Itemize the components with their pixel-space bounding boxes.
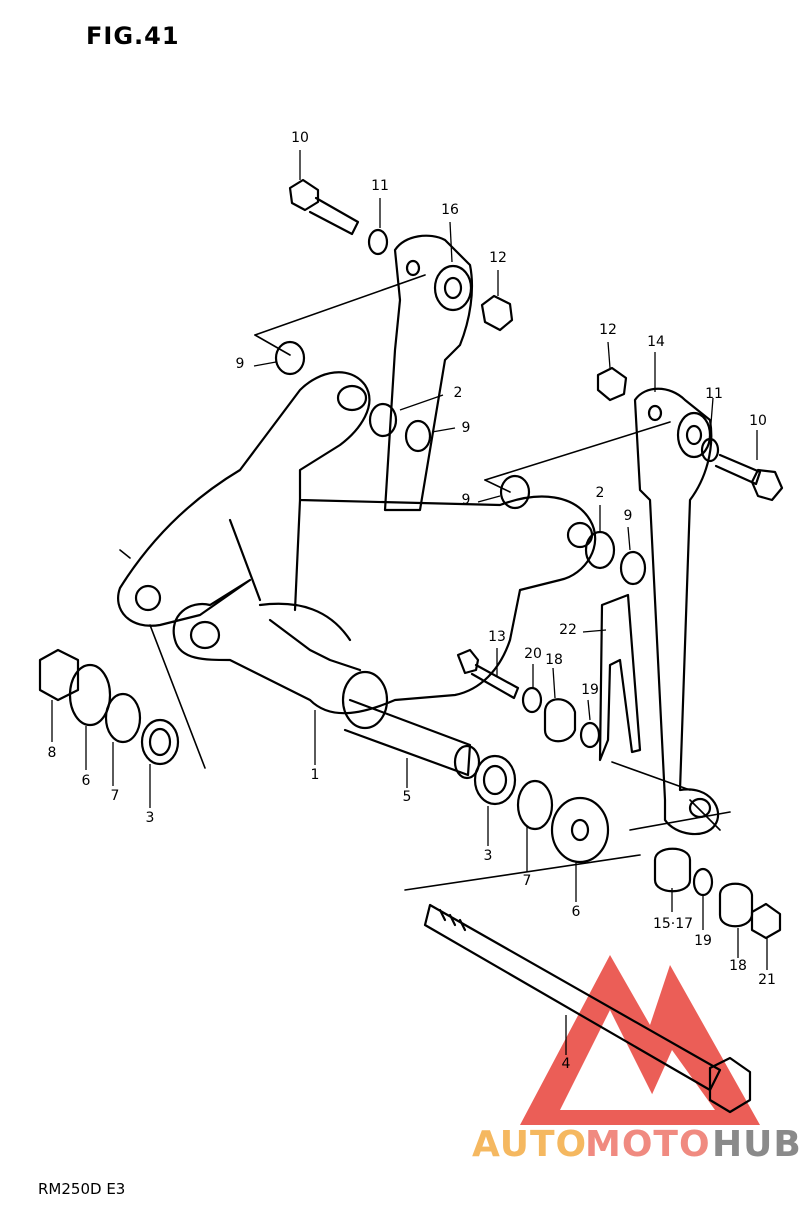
callout-label: 21 (758, 972, 776, 988)
washer-20 (521, 686, 543, 714)
callout-label: 6 (572, 904, 581, 920)
callout-label: 15·17 (653, 916, 693, 932)
callout-label: 11 (705, 386, 723, 402)
callout-label: 13 (488, 629, 506, 645)
callout-label: 12 (489, 250, 507, 266)
collar-18-upper (543, 698, 577, 743)
washer-6-left (68, 663, 112, 727)
nut-12-right (596, 366, 628, 402)
bush-2-lower (584, 530, 616, 570)
bolt-13 (456, 648, 520, 700)
callout-label: 3 (146, 810, 155, 826)
ring-19-lower (692, 867, 714, 897)
spacer-5 (341, 670, 481, 780)
callout-label: 9 (462, 492, 471, 508)
callout-label: 10 (749, 413, 767, 429)
bolt-10-left (288, 178, 360, 236)
callout-label: 1 (311, 767, 320, 783)
callout-label: 11 (371, 178, 389, 194)
callout-label: 12 (599, 322, 617, 338)
watermark-logo-icon (520, 955, 760, 1125)
collar-9-upper (404, 419, 432, 453)
swing-arm (117, 371, 597, 715)
collar-9-lower (619, 550, 647, 586)
callout-label: 22 (559, 622, 577, 638)
callout-label: 7 (523, 873, 532, 889)
cushion-rod-right (633, 387, 720, 836)
collar-18-lower (718, 882, 754, 928)
callout-label: 16 (441, 202, 459, 218)
callout-label: 3 (484, 848, 493, 864)
callout-label: 8 (48, 745, 57, 761)
nut-21 (750, 902, 782, 940)
nut-12-left (480, 294, 514, 332)
callout-label: 2 (596, 485, 605, 501)
nut-8 (38, 648, 80, 702)
washer-7-right (516, 779, 554, 831)
washer-7-left (104, 692, 142, 744)
callout-label: 9 (236, 356, 245, 372)
bolt-10-right (714, 453, 784, 502)
collar-9-upper-left (274, 340, 306, 376)
assembly-guide-lines (119, 274, 731, 891)
washer-11-right (700, 437, 720, 463)
callout-label: 20 (524, 646, 542, 662)
cushion-rod-left (383, 234, 474, 512)
ring-19-upper (579, 721, 601, 749)
watermark-moto: MOTO (585, 1124, 711, 1165)
chain-guard-22 (598, 593, 642, 762)
callout-label: 9 (462, 420, 471, 436)
bushing-15-17 (653, 847, 692, 893)
callout-label: 2 (454, 385, 463, 401)
model-code: RM250D E3 (38, 1180, 126, 1198)
bush-2-upper (368, 402, 398, 438)
watermark-hub: HUB (712, 1124, 800, 1165)
callout-label: 18 (545, 652, 563, 668)
washer-11-left (367, 228, 389, 256)
callout-label: 18 (729, 958, 747, 974)
collar-9-mid (499, 474, 531, 510)
figure-title: FIG.41 (86, 22, 180, 50)
callout-leaders (51, 150, 768, 1055)
watermark-auto: AUTO (472, 1124, 588, 1165)
callout-label: 19 (581, 682, 599, 698)
bearing-3-left (140, 718, 180, 766)
washer-6-right (550, 796, 610, 864)
pivot-shaft-4 (423, 903, 752, 1114)
callout-label: 7 (111, 788, 120, 804)
callout-label: 5 (403, 789, 412, 805)
callout-label: 19 (694, 933, 712, 949)
callout-label: 14 (647, 334, 665, 350)
callout-label: 9 (624, 508, 633, 524)
callout-label: 6 (82, 773, 91, 789)
callout-label: 4 (562, 1056, 571, 1072)
bearing-3-right (473, 754, 517, 806)
callout-label: 10 (291, 130, 309, 146)
